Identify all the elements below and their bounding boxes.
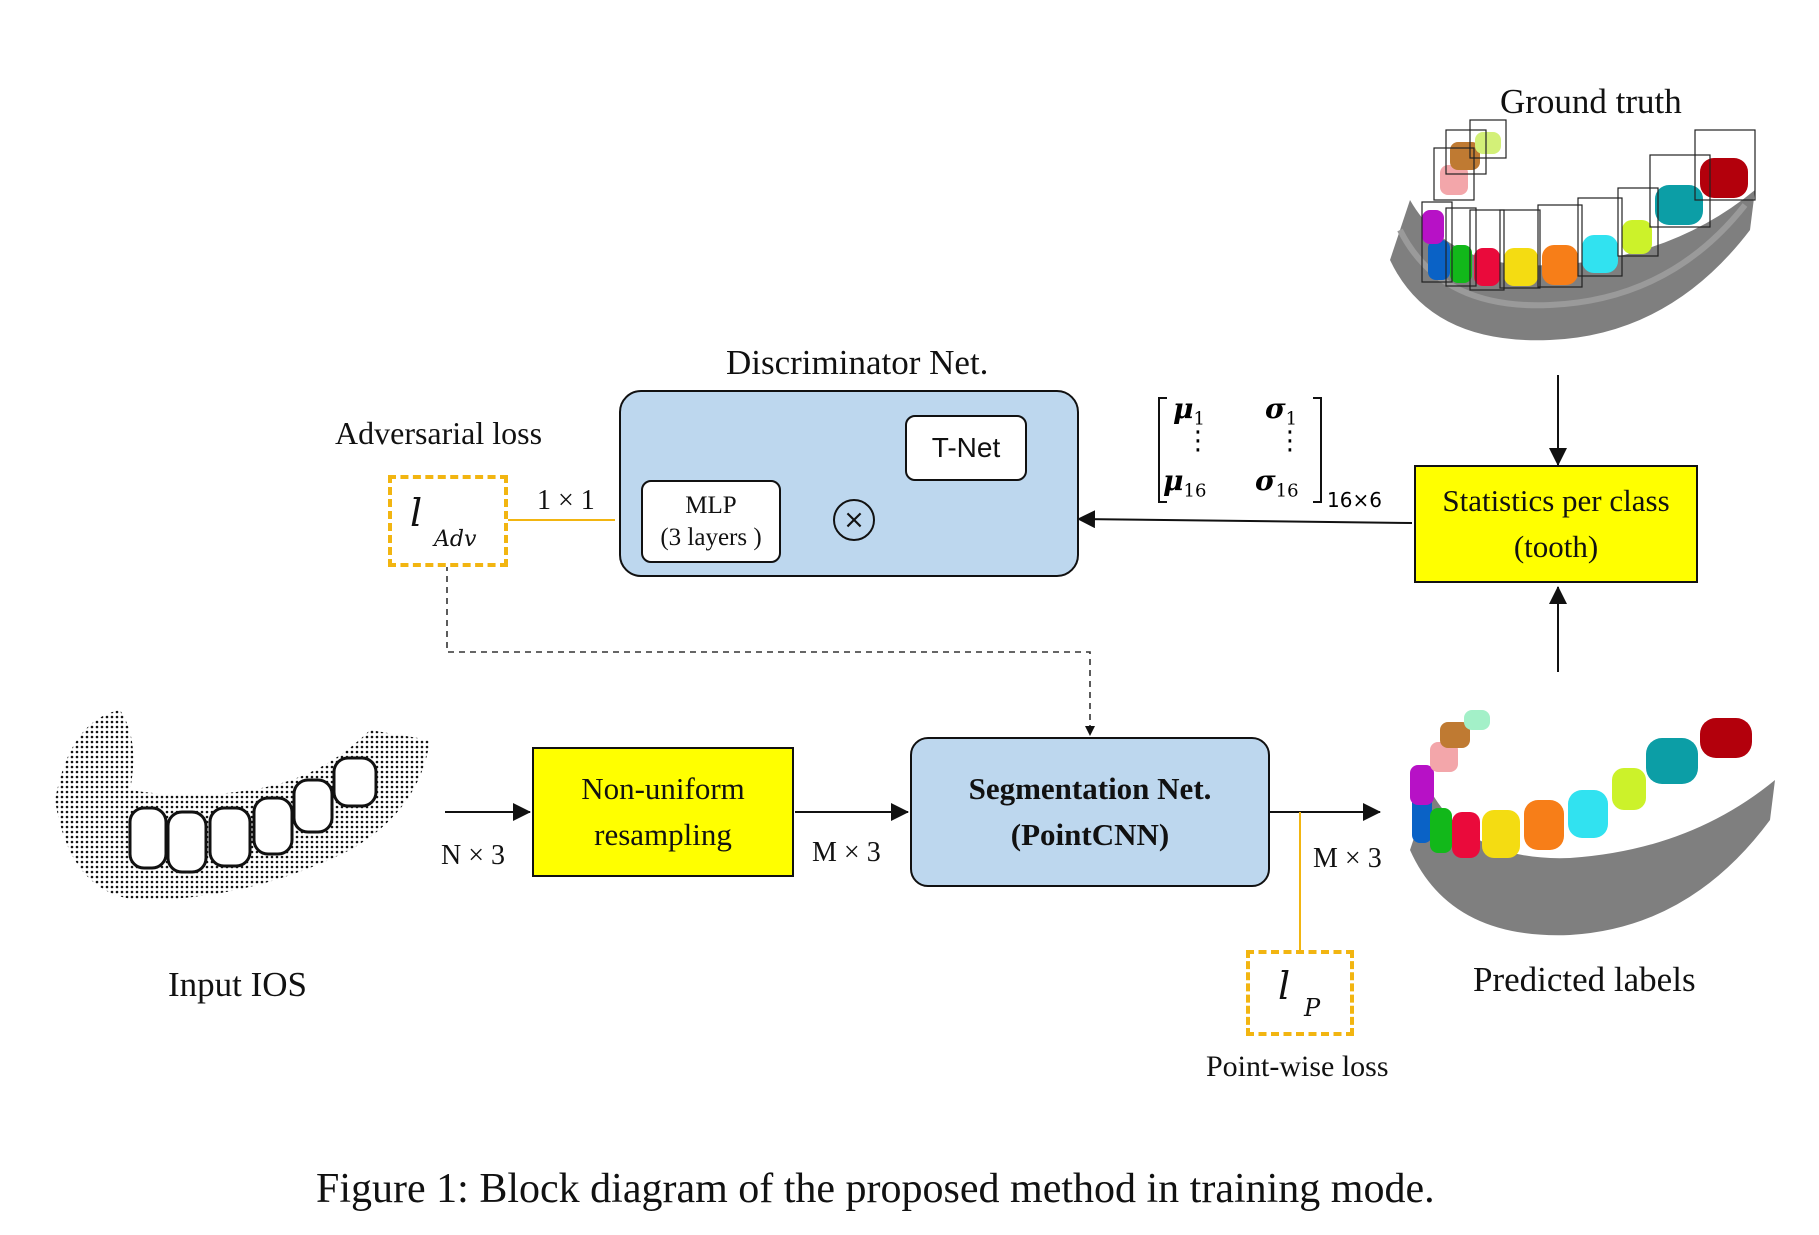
resample-line2: resampling	[594, 817, 732, 852]
dim-m3-a: M × 3	[812, 837, 881, 868]
statistics-block: Statistics per class (tooth)	[1414, 465, 1698, 583]
tnet-label: T-Net	[931, 432, 1001, 463]
pointwise-loss-box: l P	[1246, 950, 1354, 1036]
matrix-mu16-sub: 16	[1183, 480, 1207, 502]
adversarial-loss-label: Adversarial loss	[335, 415, 543, 451]
adv-loss-subscript: Adv	[434, 527, 477, 552]
matrix-vdots-right: ⋮	[1277, 426, 1303, 456]
matrix-sigma16-sub: 16	[1275, 480, 1299, 502]
segmentation-block: Segmentation Net. (PointCNN)	[910, 737, 1270, 887]
matrix-mu1: μ	[1173, 392, 1194, 425]
discriminator-title: Discriminator Net.	[726, 343, 989, 382]
mlp-line2: (3 layers )	[660, 523, 762, 551]
p-loss-symbol: l	[1278, 964, 1291, 1008]
adversarial-loss-box: l Adv	[388, 475, 508, 567]
input-ios-label: Input IOS	[168, 965, 308, 1004]
resampling-block: Non-uniform resampling	[532, 747, 794, 877]
dim-1x1: 1 × 1	[537, 485, 595, 516]
matrix-brackets	[1158, 397, 1322, 503]
matrix-size: 16×6	[1327, 488, 1382, 512]
stats-line1: Statistics per class	[1442, 482, 1670, 518]
p-loss-subscript: P	[1304, 994, 1321, 1022]
seg-line2: (PointCNN)	[1010, 817, 1170, 852]
matrix-sigma1: σ	[1265, 392, 1286, 425]
matrix-sigma16: σ	[1255, 464, 1276, 497]
mlp-line1: MLP	[685, 492, 737, 520]
tnet-block: T-Net	[905, 415, 1027, 481]
ground-truth-label: Ground truth	[1500, 82, 1682, 121]
pointwise-loss-label: Point-wise loss	[1206, 1050, 1389, 1083]
ground-truth-image	[1390, 119, 1756, 341]
matrix-mu16: μ	[1163, 464, 1184, 497]
adv-loss-symbol: l	[410, 491, 423, 535]
dashed-adv-to-seg	[446, 565, 1095, 736]
resample-line1: Non-uniform	[581, 770, 745, 806]
predicted-labels-image	[1410, 710, 1775, 936]
arrow-stats-to-disc	[1077, 510, 1413, 529]
matrix-sigma1-sub: 1	[1285, 408, 1298, 430]
multiply-symbol: ×	[843, 505, 865, 535]
dim-m3-b: M × 3	[1313, 843, 1382, 874]
matrix-mu1-sub: 1	[1193, 408, 1205, 430]
figure-caption: Figure 1: Block diagram of the proposed …	[316, 1166, 1435, 1212]
stats-line2: (tooth)	[1513, 529, 1599, 564]
dim-n3: N × 3	[441, 840, 506, 871]
predicted-labels-label: Predicted labels	[1473, 960, 1696, 999]
seg-line1: Segmentation Net.	[968, 770, 1212, 806]
input-ios-image	[55, 710, 430, 900]
multiply-node: ×	[833, 499, 875, 541]
matrix-vdots-left: ⋮	[1185, 426, 1211, 456]
mlp-block: MLP (3 layers )	[641, 480, 781, 563]
stats-matrix: μ1 σ1 ⋮ ⋮ μ16 σ16 16×6	[1155, 392, 1395, 512]
